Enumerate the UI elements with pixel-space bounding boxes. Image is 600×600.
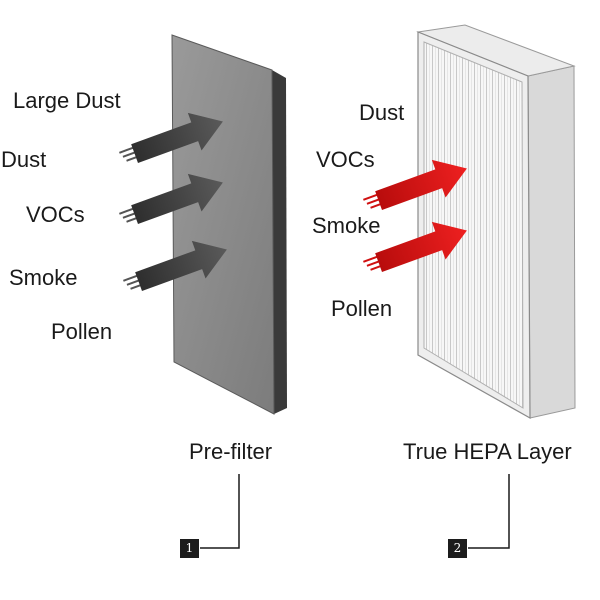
prefilter-label-vocs: VOCs [26, 202, 85, 227]
prefilter-caption: Pre-filter [189, 439, 273, 464]
prefilter-number-badge: 1 [180, 539, 199, 558]
hepa-label-vocs: VOCs [316, 147, 375, 172]
prefilter-label-dust: Dust [1, 147, 47, 172]
hepa-number-badge: 2 [448, 539, 467, 558]
hepa-label-pollen: Pollen [331, 296, 393, 321]
hepa-panel [416, 24, 576, 420]
prefilter-arrow-3 [123, 240, 227, 292]
prefilter-edge [272, 70, 287, 414]
prefilter-label-pollen: Pollen [51, 319, 113, 344]
hepa-side [527, 65, 576, 419]
prefilter-label-large-dust: Large Dust [13, 88, 121, 113]
hepa-arrow-2 [363, 221, 467, 273]
hepa-caption: True HEPA Layer [403, 439, 572, 464]
prefilter-panel [171, 34, 287, 415]
hepa-label-smoke: Smoke [312, 213, 381, 238]
prefilter-arrow-2 [119, 173, 223, 225]
hepa-leader-line [468, 474, 510, 549]
prefilter-label-smoke: Smoke [9, 265, 78, 290]
prefilter-face [171, 34, 275, 415]
hepa-arrow-1 [363, 159, 467, 211]
hepa-label-dust: Dust [359, 100, 405, 125]
prefilter-leader-line [200, 474, 240, 549]
prefilter-arrow-1 [119, 112, 223, 164]
